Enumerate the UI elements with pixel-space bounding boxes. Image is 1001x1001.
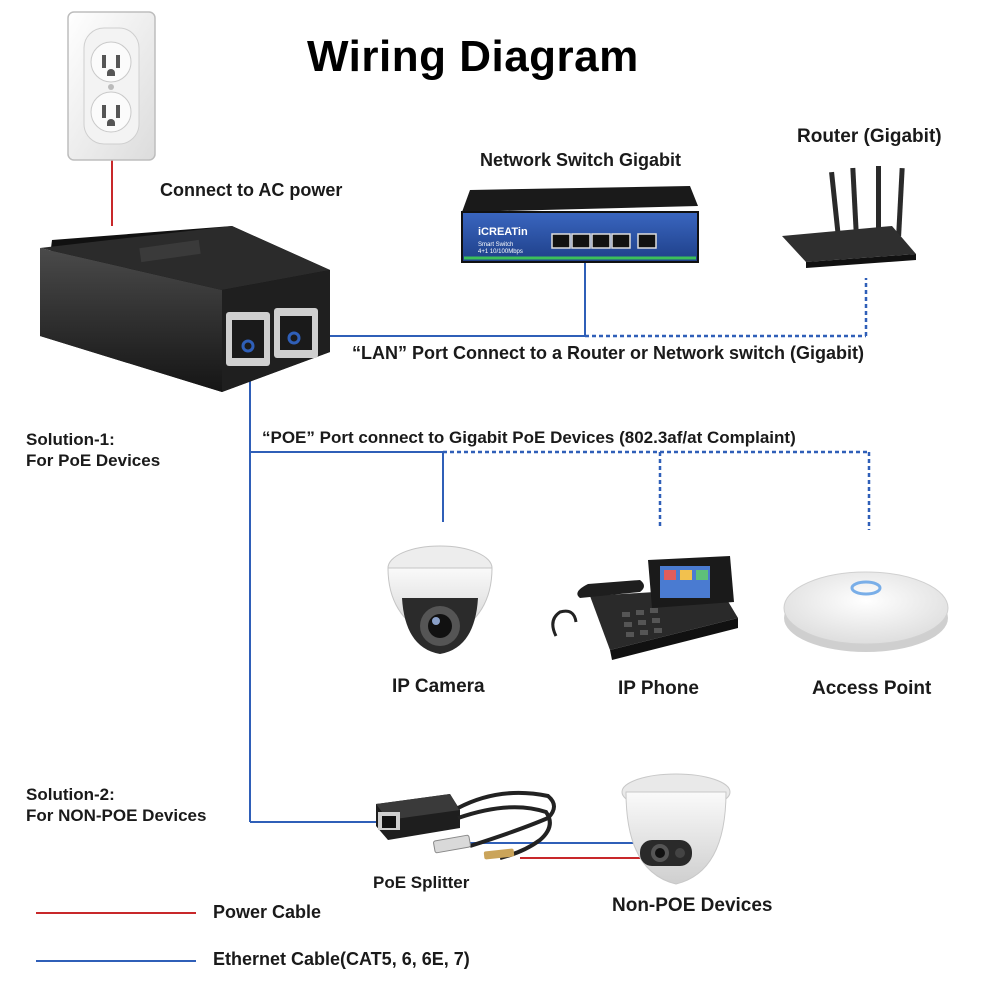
network-switch-icon: iCREATin Smart Switch 4+1 10/100Mbps <box>461 186 699 263</box>
switch-spec: 4+1 10/100Mbps <box>478 249 523 255</box>
poe-cable-optional <box>443 450 871 530</box>
label-poe-port: “POE” Port connect to Gigabit PoE Device… <box>262 428 796 447</box>
label-ip-camera: IP Camera <box>392 676 485 697</box>
turret-camera-icon <box>621 773 731 885</box>
poe-injector-icon <box>40 226 330 392</box>
legend-ethernet-cable: Ethernet Cable(CAT5, 6, 6E, 7) <box>213 949 470 969</box>
label-non-poe-devices: Non-POE Devices <box>612 895 773 916</box>
label-solution1-title: Solution-1: <box>26 430 115 449</box>
switch-subtitle: Smart Switch <box>478 242 513 248</box>
label-solution2-title: Solution-2: <box>26 785 115 804</box>
lan-cable <box>300 262 586 337</box>
diagram-title: Wiring Diagram <box>307 32 639 81</box>
poe-cable <box>249 340 444 823</box>
poe-splitter-icon <box>376 790 556 860</box>
switch-brand: iCREATin <box>478 226 528 238</box>
splitter-output-cables <box>470 842 640 859</box>
ip-camera-icon <box>387 545 493 654</box>
label-access-point: Access Point <box>812 678 932 699</box>
label-lan-port: “LAN” Port Connect to a Router or Networ… <box>352 343 865 363</box>
legend-power-cable: Power Cable <box>213 902 322 922</box>
access-point-icon <box>783 571 949 652</box>
label-router: Router (Gigabit) <box>797 126 942 147</box>
label-network-switch: Network Switch Gigabit <box>480 150 682 170</box>
wall-outlet-icon <box>67 11 156 161</box>
label-ac-power: Connect to AC power <box>160 180 343 200</box>
label-poe-splitter: PoE Splitter <box>373 873 470 892</box>
label-solution1-desc: For PoE Devices <box>26 451 161 470</box>
router-icon <box>782 166 916 268</box>
legend-lines <box>36 912 196 962</box>
ip-phone-icon <box>551 556 738 660</box>
label-solution2-desc: For NON-POE Devices <box>26 806 207 825</box>
lan-cable-router-optional <box>585 278 868 338</box>
label-ip-phone: IP Phone <box>618 678 699 699</box>
